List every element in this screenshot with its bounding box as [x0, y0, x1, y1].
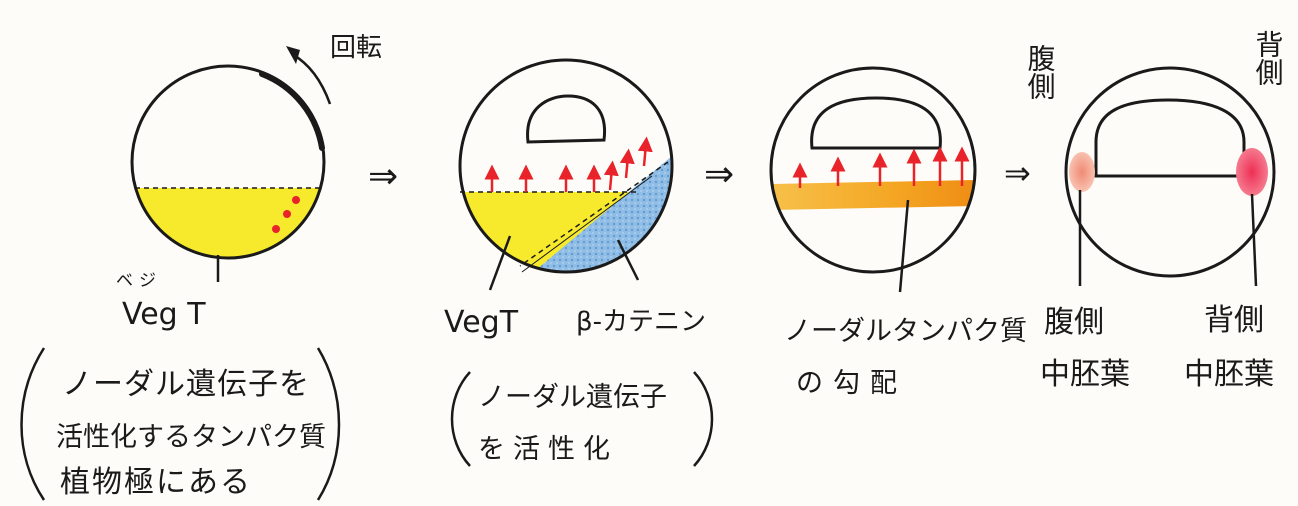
stage2-vegt-pointer — [488, 235, 512, 291]
red-up-arrow — [619, 148, 635, 179]
dorsal-mesoderm-label: 背側 — [1204, 303, 1264, 338]
stage4-embryo: 腹側 背側 腹側 中胚葉 背側 中胚葉 — [1024, 30, 1285, 392]
stage1-cortex-thick-edge — [259, 71, 325, 151]
rotation-arrow-head — [286, 46, 300, 64]
ventral-mesoderm-label: 中胚葉 — [1040, 357, 1130, 392]
flow-arrow: ⇒ — [704, 154, 734, 195]
stage3-blastocoel — [810, 96, 942, 150]
stage2-note-line: を活性化 — [478, 434, 618, 465]
stage1-red-dot — [292, 196, 300, 204]
stage1-note-paren-right — [316, 347, 341, 501]
dorsal-side-top-label: 背側 — [1252, 30, 1285, 86]
stage2-note-paren-right — [693, 371, 714, 467]
dorsal-mesoderm-label: 中胚葉 — [1184, 357, 1274, 392]
dorsal-pointer — [1250, 193, 1258, 287]
stage3-nodal-gradient-band — [772, 180, 975, 210]
stage2-note-paren-left — [450, 371, 471, 467]
stage2-dashed-diagonal — [519, 161, 669, 267]
rotation-label: 回転 — [330, 33, 382, 63]
stage2-beta-label: β-カテニン — [576, 307, 706, 337]
stage1-note: ノーダル遺伝子を 活性化するタンパク質 植物極にある — [20, 347, 341, 501]
stage1-note-paren-left — [20, 347, 46, 501]
stage2-note: ノーダル遺伝子 を活性化 — [450, 371, 714, 467]
flow-arrow: ⇒ — [1004, 154, 1031, 192]
ventral-mesoderm-label: 腹側 — [1044, 305, 1104, 340]
stage2-yellow-blue-divider — [521, 175, 653, 273]
stage1-egg-outline — [130, 64, 326, 260]
red-up-arrow — [637, 136, 653, 167]
stage3-embryo: ノーダルタンパク質 の勾配 — [769, 66, 1027, 399]
red-up-arrow — [603, 160, 619, 191]
dorsal-mesoderm-spot — [1236, 148, 1268, 196]
stage1-veg-label: Veg T — [122, 297, 206, 332]
stage3-label-line: ノーダルタンパク質 — [784, 316, 1027, 347]
stage2-embryo: VegT β-カテニン — [444, 58, 706, 340]
ventral-mesoderm-spot — [1069, 152, 1095, 192]
ventral-side-top-label: 腹側 — [1024, 44, 1057, 100]
stage1-egg: 回転 ベジ Veg T — [116, 33, 382, 332]
stage2-nodal-arrows — [484, 136, 653, 192]
stage3-nodal-arrows — [792, 146, 970, 188]
flow-arrow: ⇒ — [368, 156, 398, 197]
stage1-note-line: 活性化するタンパク質 — [56, 422, 326, 453]
stage2-note-line: ノーダル遺伝子 — [478, 382, 667, 413]
stage1-red-dot — [272, 225, 280, 233]
stage2-beta-pointer — [616, 239, 640, 281]
stage3-gradient-pointer — [898, 199, 910, 293]
stage1-note-line: ノーダル遺伝子を — [62, 367, 310, 402]
stage1-yolk-region — [132, 188, 324, 258]
stage2-embryo-outline — [458, 58, 674, 274]
stage3-embryo-outline — [769, 66, 977, 274]
stage2-blastocoel — [526, 94, 607, 144]
stage3-label-line: の勾配 — [796, 368, 907, 399]
stage4-blastocoel — [1094, 98, 1246, 178]
stage1-veg-ruby: ベジ — [116, 271, 162, 291]
stage2-veg-label: VegT — [444, 305, 519, 340]
stage4-embryo-outline — [1064, 66, 1276, 278]
stage1-note-line: 植物極にある — [60, 465, 252, 500]
stage1-red-dot — [283, 210, 291, 218]
